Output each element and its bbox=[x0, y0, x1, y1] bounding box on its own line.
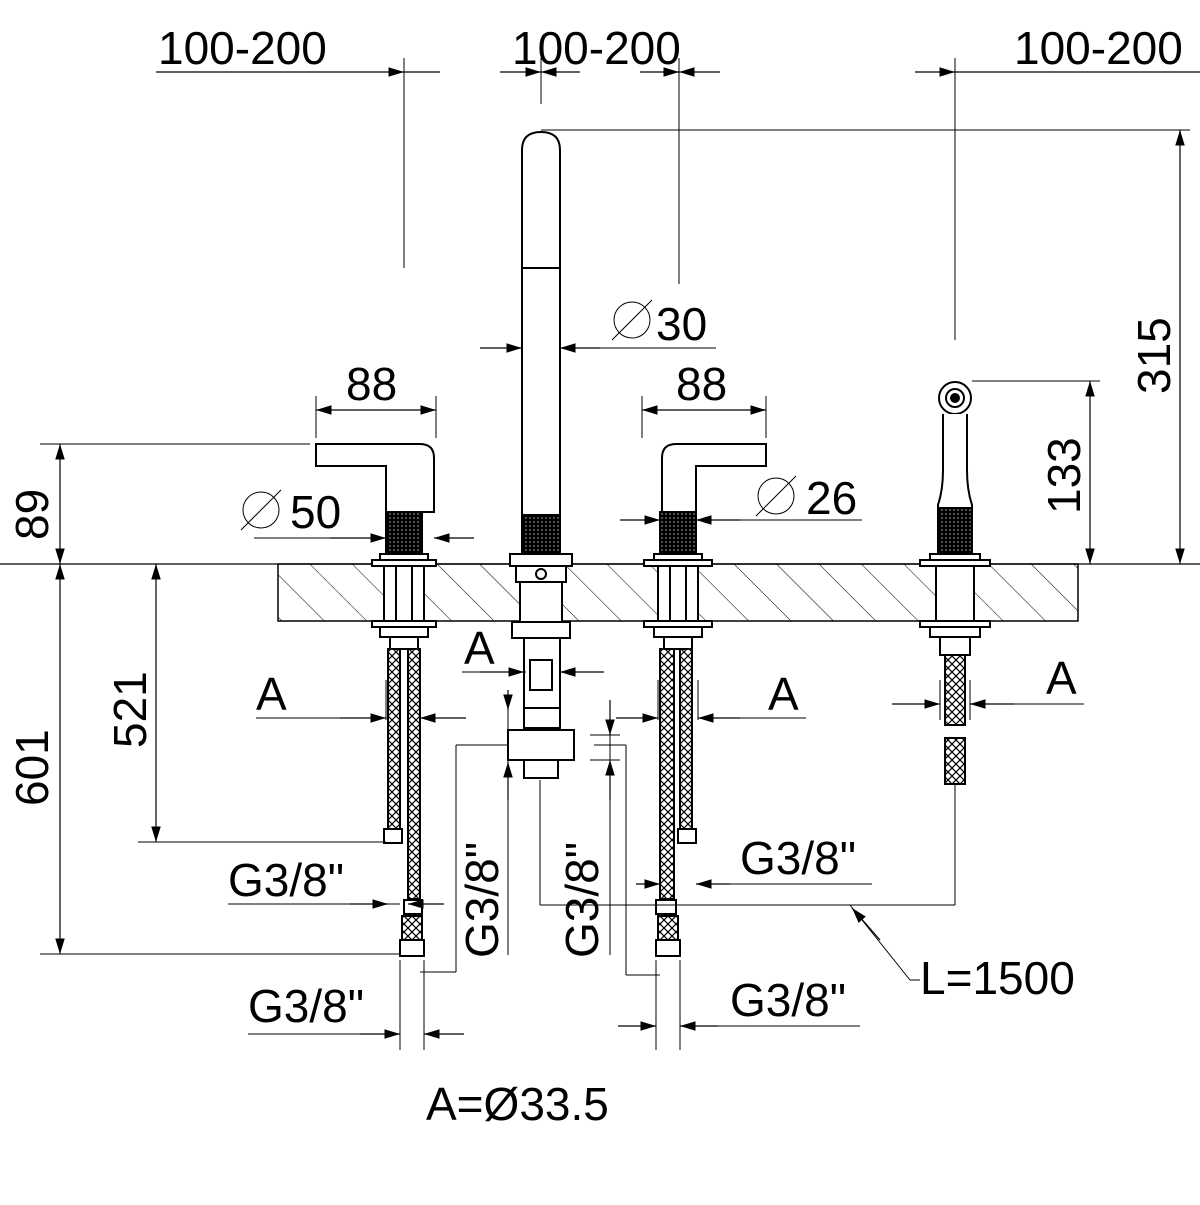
thread-center-right: G3/8" bbox=[556, 842, 608, 958]
thread-left-lower: G3/8" bbox=[248, 980, 364, 1032]
thread-right-lower: G3/8" bbox=[730, 974, 846, 1026]
dim-below-deck-total: 601 bbox=[6, 729, 58, 806]
deck-section bbox=[0, 563, 1200, 622]
label-hole-right: A bbox=[768, 668, 799, 720]
hand-shower bbox=[919, 381, 991, 785]
thread-left-upper: G3/8" bbox=[228, 854, 344, 906]
label-hole-shower: A bbox=[1046, 652, 1077, 704]
dimension-labels: 100-200 100-200 100-200 30 88 88 50 26 3… bbox=[6, 22, 1183, 1130]
extension-lines bbox=[40, 58, 1190, 1050]
dim-spout-height: 315 bbox=[1128, 317, 1180, 394]
label-hole-spout: A bbox=[464, 622, 495, 674]
dim-below-deck-valve: 521 bbox=[104, 671, 156, 748]
left-handle-valve bbox=[315, 443, 437, 957]
dim-shower-height: 133 bbox=[1038, 437, 1090, 514]
hole-diameter-note: A=Ø33.5 bbox=[426, 1078, 609, 1130]
label-hole-left: A bbox=[256, 668, 287, 720]
dim-handle-right-diameter: 26 bbox=[806, 472, 857, 524]
right-handle-valve bbox=[643, 443, 767, 957]
dimension-arrows bbox=[55, 67, 1200, 1039]
thread-center-left: G3/8" bbox=[456, 842, 508, 958]
dim-spacing-right: 100-200 bbox=[1014, 22, 1183, 74]
dim-spacing-center: 100-200 bbox=[512, 22, 681, 74]
dim-handle-base-diameter: 50 bbox=[290, 486, 341, 538]
dim-spout-diameter: 30 bbox=[656, 298, 707, 350]
dim-spacing-left: 100-200 bbox=[158, 22, 327, 74]
dim-handle-width-right: 88 bbox=[676, 358, 727, 410]
thread-right-upper: G3/8" bbox=[740, 832, 856, 884]
dim-handle-width-left: 88 bbox=[346, 358, 397, 410]
dim-handle-height: 89 bbox=[6, 489, 58, 540]
hose-length: L=1500 bbox=[920, 952, 1075, 1004]
spout bbox=[507, 130, 575, 779]
